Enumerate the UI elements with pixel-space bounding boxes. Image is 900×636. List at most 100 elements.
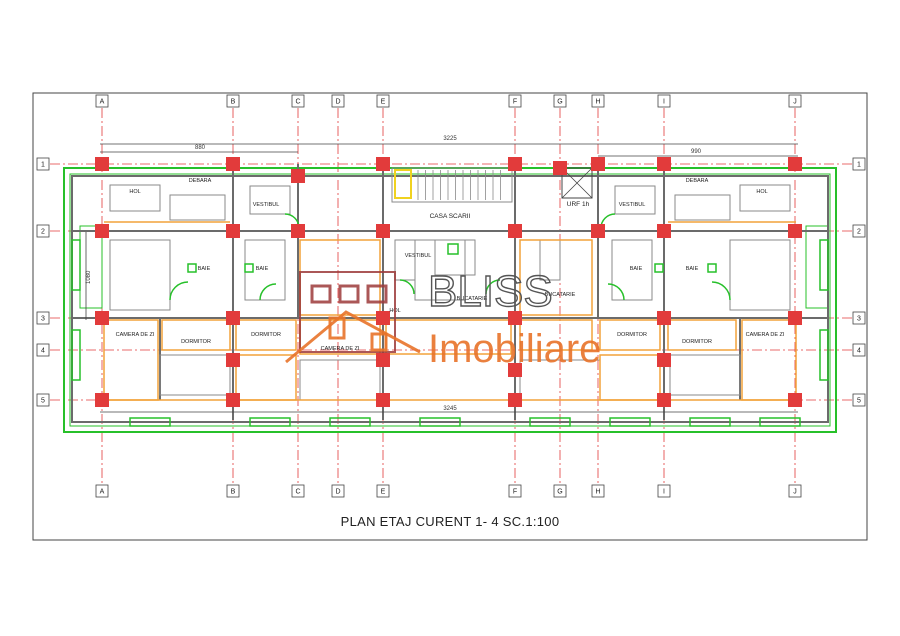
room-label-debara-right: DEBARA	[686, 178, 709, 184]
dim-left-seg: 880	[195, 145, 206, 151]
structural-column	[657, 393, 671, 407]
structural-walls	[71, 164, 829, 423]
room-label-baie-1: BAIE	[198, 266, 211, 272]
structural-column	[553, 161, 567, 175]
sheet-frame	[32, 92, 868, 541]
axis-label-c: C	[295, 489, 300, 496]
room-label-vestibul-mid: VESTIBUL	[405, 253, 432, 259]
axis-label-f: F	[513, 489, 517, 496]
axis-column-d: DD	[331, 94, 345, 498]
axis-label-5: 5	[41, 398, 45, 405]
structural-column	[657, 157, 671, 171]
axis-label-h: H	[595, 99, 600, 106]
structural-column	[508, 157, 522, 171]
dim-side-left: 1080	[86, 270, 92, 284]
room-label-hol-right: HOL	[756, 189, 767, 195]
axis-label-e: E	[381, 489, 386, 496]
axis-label-h: H	[595, 489, 600, 496]
axis-label-a: A	[100, 99, 105, 106]
furniture-outlines	[103, 221, 797, 401]
structural-column	[226, 393, 240, 407]
structural-column	[657, 224, 671, 238]
axis-label-c: C	[295, 99, 300, 106]
structural-column	[376, 393, 390, 407]
room-labels: HOL DEBARA VESTIBUL CASA SCARII VESTIBUL…	[116, 178, 785, 352]
drawing-caption: PLAN ETAJ CURENT 1- 4 SC.1:100	[340, 514, 560, 529]
axis-label-j: J	[793, 489, 797, 496]
axis-label-d: D	[335, 99, 340, 106]
axis-label-e: E	[381, 99, 386, 106]
room-label-baie-4: BAIE	[686, 266, 699, 272]
structural-column	[788, 311, 802, 325]
structural-column	[376, 224, 390, 238]
room-label-baie-2: BAIE	[256, 266, 269, 272]
structural-column	[95, 224, 109, 238]
structural-column	[788, 224, 802, 238]
structural-column	[226, 157, 240, 171]
room-label-dormitor-4: DORMITOR	[682, 339, 712, 345]
axis-label-2: 2	[857, 229, 861, 236]
dim-bottom-total: 3245	[443, 406, 457, 412]
structural-column	[95, 393, 109, 407]
structural-column	[226, 311, 240, 325]
dim-top-total: 3225	[443, 136, 457, 142]
axis-label-a: A	[100, 489, 105, 496]
structural-column	[226, 224, 240, 238]
structural-column	[508, 363, 522, 377]
staircase	[391, 167, 593, 203]
room-label-dormitor-1: DORMITOR	[181, 339, 211, 345]
structural-column	[657, 311, 671, 325]
dimension-lines	[85, 143, 798, 413]
room-label-dormitor-2: DORMITOR	[251, 332, 281, 338]
axis-label-5: 5	[857, 398, 861, 405]
structural-column	[376, 353, 390, 367]
room-label-casa-scarii: CASA SCARII	[430, 213, 471, 220]
room-label-hol-mid: HOL	[389, 308, 400, 314]
room-label-camera-left: CAMERA DE ZI	[116, 332, 155, 338]
structural-column	[95, 157, 109, 171]
room-label-vestibul-right: VESTIBUL	[619, 202, 646, 208]
axis-label-i: I	[663, 99, 665, 106]
axis-label-3: 3	[41, 316, 45, 323]
room-label-baie-3: BAIE	[630, 266, 643, 272]
structural-column	[591, 157, 605, 171]
structural-column	[291, 224, 305, 238]
structural-column	[788, 393, 802, 407]
axis-label-j: J	[793, 99, 797, 106]
structural-column	[291, 169, 305, 183]
axis-column-j: JJ	[788, 94, 802, 498]
room-label-hol-left: HOL	[129, 189, 140, 195]
room-label-bucatarie-2: BUCATARIE	[545, 292, 576, 298]
axis-label-b: B	[231, 99, 236, 106]
axis-label-3: 3	[857, 316, 861, 323]
room-label-camera-mid: CAMERA DE ZI	[321, 346, 360, 352]
axis-label-i: I	[663, 489, 665, 496]
structural-column	[508, 224, 522, 238]
axis-label-b: B	[231, 489, 236, 496]
axis-label-f: F	[513, 99, 517, 106]
room-label-camera-right: CAMERA DE ZI	[746, 332, 785, 338]
room-label-dormitor-3: DORMITOR	[617, 332, 647, 338]
room-label-urf: URF 1h	[567, 201, 590, 208]
axis-label-g: G	[557, 489, 562, 496]
axis-label-g: G	[557, 99, 562, 106]
structural-column	[657, 353, 671, 367]
axis-label-4: 4	[41, 348, 45, 355]
structural-column	[226, 353, 240, 367]
axis-label-1: 1	[857, 162, 861, 169]
structural-column	[591, 224, 605, 238]
axis-label-4: 4	[857, 348, 861, 355]
structural-column	[508, 311, 522, 325]
room-label-debara-left: DEBARA	[189, 178, 212, 184]
axis-label-2: 2	[41, 229, 45, 236]
axis-label-1: 1	[41, 162, 45, 169]
dim-right-seg: 990	[691, 149, 702, 155]
structural-column	[95, 311, 109, 325]
structural-column	[788, 157, 802, 171]
axis-label-d: D	[335, 489, 340, 496]
structural-column	[376, 311, 390, 325]
room-label-bucatarie-1: BUCATARIE	[457, 296, 488, 302]
